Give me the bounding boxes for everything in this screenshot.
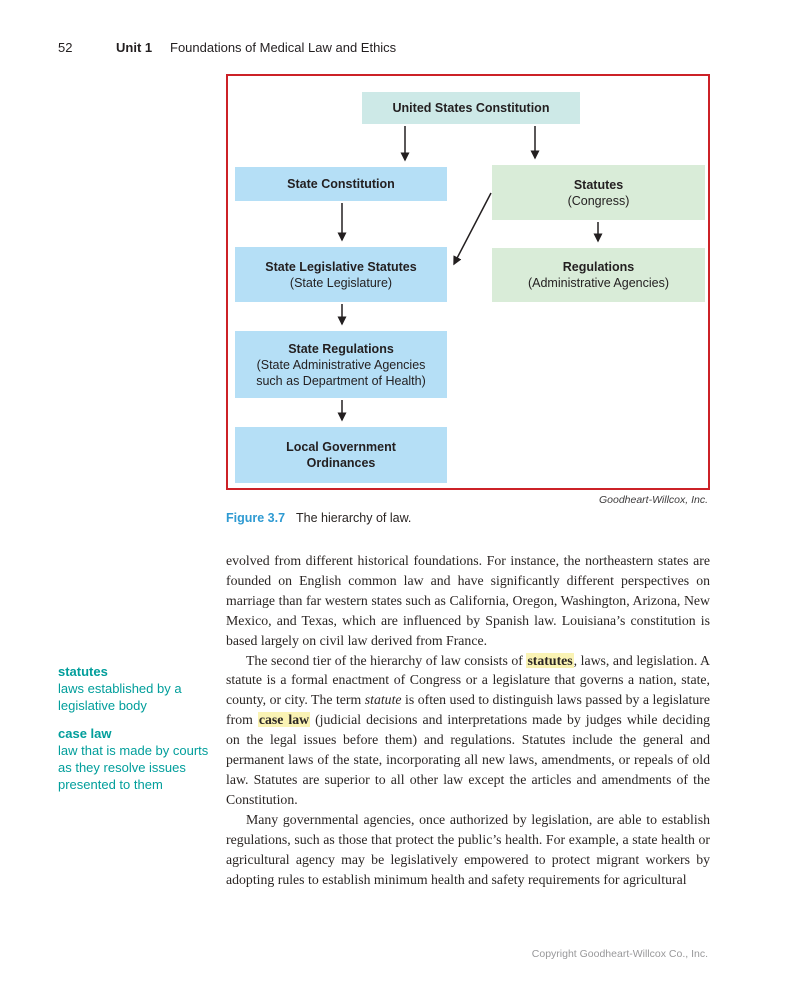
flow-node-text: United States Constitution — [392, 101, 550, 115]
flow-arrow-statutes-congress-to-state-legislative-statutes — [453, 192, 492, 266]
flow-node-text: Local Government — [286, 440, 396, 454]
flow-node-text: State Constitution — [287, 177, 395, 191]
highlighted-term: case law — [257, 712, 311, 728]
unit-title: Foundations of Medical Law and Ethics — [170, 40, 397, 55]
flow-node-text: Regulations — [562, 260, 635, 274]
body-text-column: evolved from different historical founda… — [226, 551, 710, 889]
flow-node-text: such as Department of Health) — [256, 373, 426, 388]
body-paragraph-1: evolved from different historical founda… — [226, 551, 710, 651]
flow-node-text: Ordinances — [306, 456, 376, 470]
copyright-footer: Copyright Goodheart-Willcox Co., Inc. — [531, 948, 708, 960]
highlighted-term: statutes — [526, 652, 574, 668]
text-run: The second tier of the hierarchy of law … — [246, 652, 527, 668]
flow-node-text: (Congress) — [567, 193, 630, 208]
flow-node-statutes-congress: Statutes(Congress) — [492, 165, 705, 220]
figure-label: Figure 3.7 — [226, 511, 286, 525]
italic-term: statute — [364, 692, 402, 708]
text-run: (judicial decisions and interpretations … — [226, 712, 710, 807]
flow-node-state-regulations: State Regulations(State Administrative A… — [235, 331, 447, 398]
figure-caption: Figure 3.7 The hierarchy of law. — [226, 511, 411, 525]
flow-node-text: (State Administrative Agencies — [256, 357, 426, 372]
flow-node-text: State Regulations — [288, 341, 394, 356]
flow-node-regulations: Regulations (Administrative Agencies) — [492, 248, 705, 302]
page-number: 52 — [58, 40, 73, 55]
flow-node-state-legislative-statutes: State Legislative Statutes(State Legisla… — [235, 247, 447, 302]
body-paragraph-2: The second tier of the hierarchy of law … — [226, 651, 710, 810]
flowchart-arrows-layer — [337, 126, 603, 422]
flow-node-text: Statutes — [573, 177, 624, 192]
margin-term: case law — [58, 726, 112, 741]
margin-definition: law that is made by courts as they resol… — [58, 743, 209, 792]
text-run: is often used to distinguish laws passed… — [226, 692, 710, 728]
flow-node-us-constitution: United States Constitution — [362, 92, 580, 124]
body-paragraph-3: Many governmental agencies, once authori… — [226, 810, 710, 890]
margin-definition: laws established by a legislative body — [58, 681, 182, 713]
flow-node-text: (Administrative Agencies) — [527, 276, 670, 290]
figure-credit: Goodheart-Willcox, Inc. — [598, 494, 708, 506]
figure-caption-text: The hierarchy of law. — [296, 511, 412, 525]
text-run: Many governmental agencies, once authori… — [226, 811, 710, 887]
flow-node-text: (State Legislature) — [289, 275, 393, 290]
text-run: , laws, and legislation. A statute is a … — [226, 652, 710, 708]
margin-term: statutes — [58, 664, 108, 679]
text-run: evolved from different historical founda… — [226, 553, 710, 648]
margin-definitions: statutes laws established by a legislativ… — [58, 663, 216, 793]
flow-node-text: State Legislative Statutes — [265, 259, 417, 274]
unit-label: Unit 1 — [116, 40, 153, 55]
flow-node-state-constitution: State Constitution — [235, 167, 447, 201]
